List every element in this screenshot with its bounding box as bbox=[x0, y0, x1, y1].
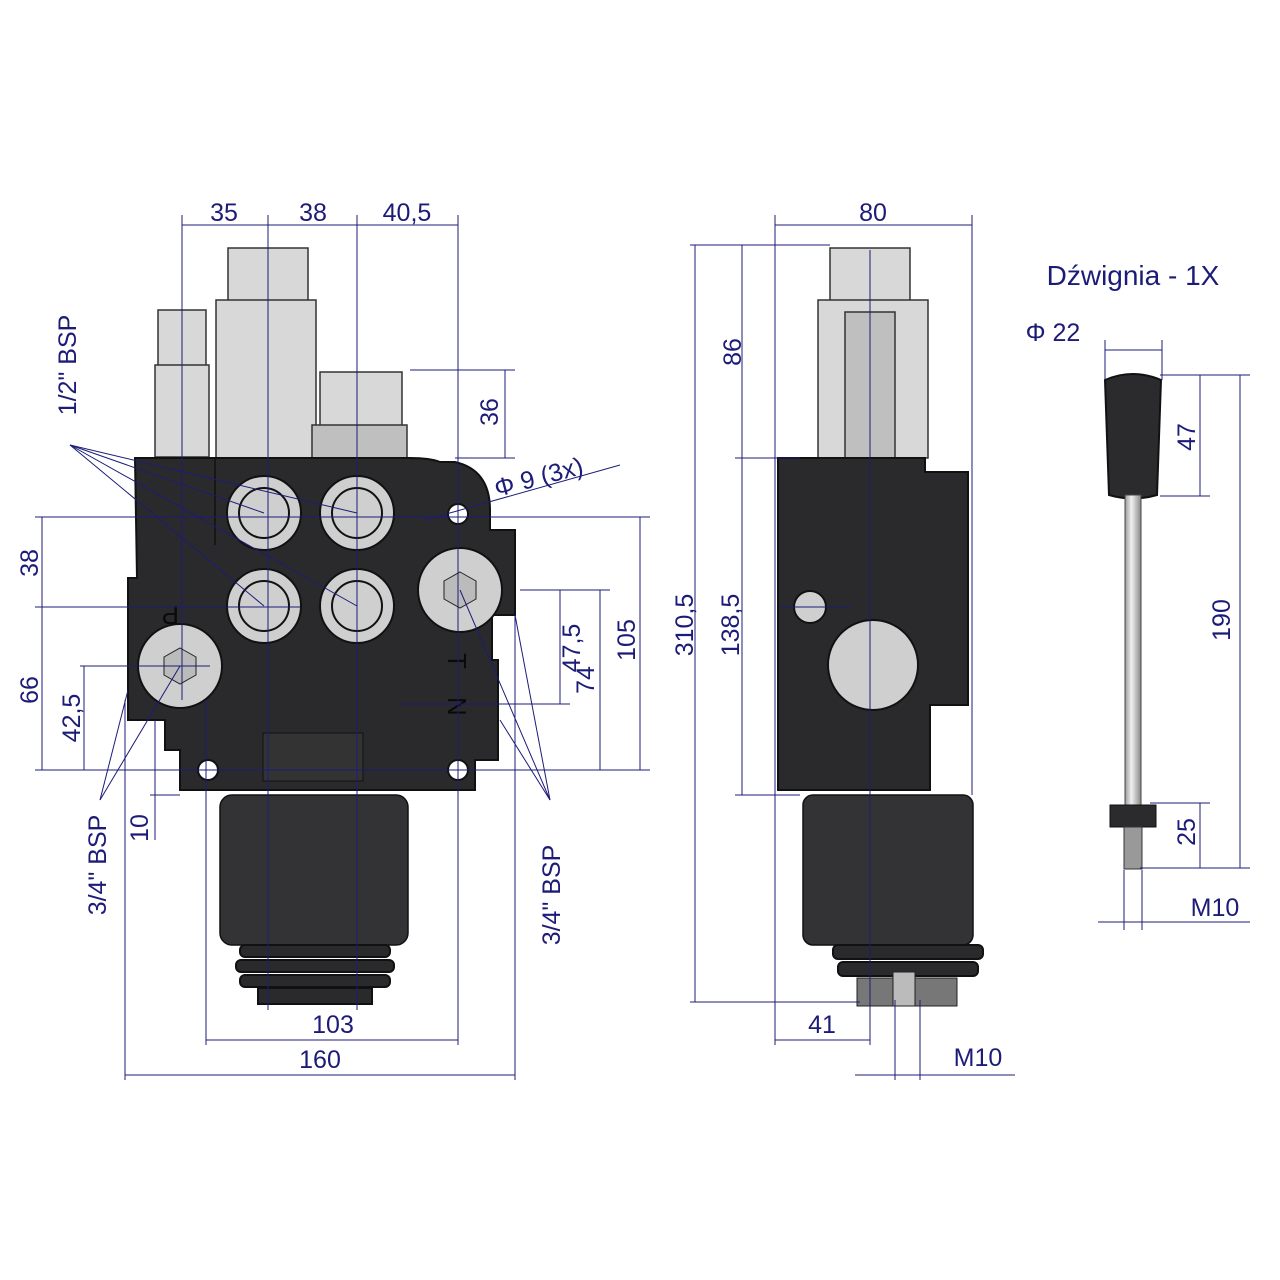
lever-title: Dźwignia - 1X bbox=[1047, 260, 1220, 291]
dim-160: 160 bbox=[299, 1046, 341, 1074]
front-dimension-lines bbox=[35, 215, 650, 1080]
dim-86: 86 bbox=[719, 338, 747, 366]
dim-42-5: 42,5 bbox=[58, 694, 86, 743]
dim-310-5: 310,5 bbox=[671, 594, 699, 657]
dim-diameter-22: Φ 22 bbox=[1026, 319, 1081, 347]
dim-47-5: 47,5 bbox=[558, 624, 586, 673]
spool-base bbox=[311, 424, 408, 461]
valve-body bbox=[127, 457, 516, 791]
dim-38: 38 bbox=[299, 199, 327, 227]
side-dimension-lines bbox=[690, 215, 1015, 1080]
dim-105: 105 bbox=[613, 619, 641, 661]
dim-25: 25 bbox=[1173, 818, 1201, 846]
dim-36: 36 bbox=[476, 398, 504, 426]
dim-103: 103 bbox=[312, 1011, 354, 1039]
side-view: 80 86 310,5 138,5 41 M10 bbox=[671, 199, 1015, 1080]
label-right-three-quarter-bsp: 3/4" BSP bbox=[538, 845, 566, 946]
nameplate bbox=[262, 732, 364, 782]
dim-side-m10: M10 bbox=[954, 1044, 1003, 1072]
dim-190: 190 bbox=[1208, 599, 1236, 641]
spool-housing bbox=[215, 299, 317, 461]
dim-hole-9: Φ 9 (3x) bbox=[491, 452, 586, 503]
port-label-n: N bbox=[442, 697, 472, 716]
dim-66: 66 bbox=[16, 676, 44, 704]
side-boot bbox=[832, 944, 984, 1007]
dim-35: 35 bbox=[210, 199, 238, 227]
dim-80: 80 bbox=[859, 199, 887, 227]
label-left-three-quarter-bsp: 3/4" BSP bbox=[84, 815, 112, 916]
lever-nut bbox=[1109, 804, 1157, 828]
dim-10: 10 bbox=[126, 814, 154, 842]
dim-74: 74 bbox=[572, 666, 600, 694]
port-label-t: T bbox=[442, 653, 472, 669]
dim-lever-m10: M10 bbox=[1191, 894, 1240, 922]
lever-dimension-lines bbox=[1098, 340, 1250, 930]
side-port bbox=[827, 619, 919, 711]
lever-thread bbox=[1123, 826, 1143, 870]
dim-47: 47 bbox=[1173, 423, 1201, 451]
dim-41: 41 bbox=[808, 1011, 836, 1039]
spring-cap bbox=[219, 794, 409, 946]
rubber-boot bbox=[235, 944, 395, 1005]
dim-left-38: 38 bbox=[16, 549, 44, 577]
lever-rod bbox=[1124, 494, 1142, 806]
dim-138-5: 138,5 bbox=[717, 594, 745, 657]
side-spring-cap bbox=[802, 794, 974, 946]
port-label-p: P bbox=[162, 600, 179, 630]
lever-view: Dźwignia - 1X Φ 22 47 190 25 M10 bbox=[1026, 260, 1250, 930]
dim-40-5: 40,5 bbox=[383, 199, 432, 227]
label-half-inch-bsp: 1/2" BSP bbox=[54, 315, 82, 416]
lever-knob bbox=[1103, 373, 1163, 500]
front-view: P T N 35 38 40,5 1/2" BSP 38 66 42,5 10 … bbox=[16, 199, 650, 1080]
